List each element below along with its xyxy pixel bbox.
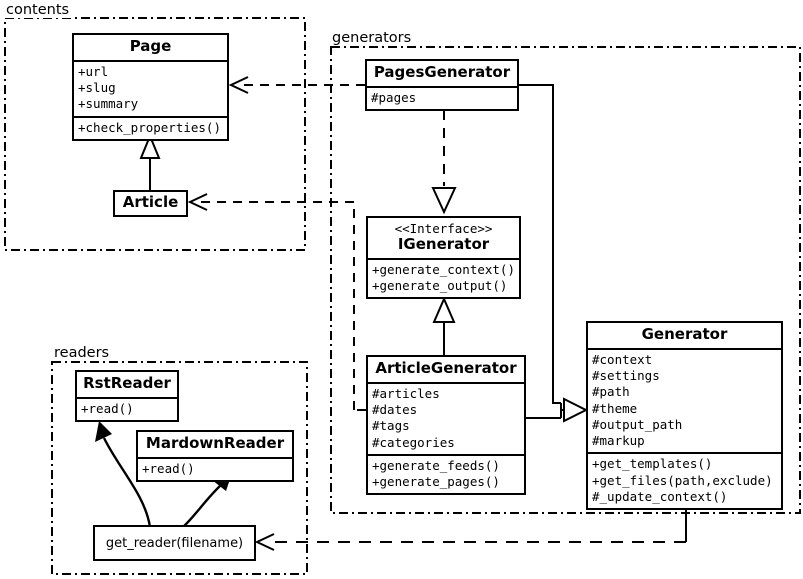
class-method: +get_templates() [592, 456, 713, 472]
class-methods-mardownreader: +read() [138, 456, 292, 480]
class-attributes-page: +url +slug +summary [74, 59, 227, 116]
class-attribute: #theme [592, 400, 638, 416]
class-attribute: #tags [372, 418, 410, 434]
class-box-articlegenerator[interactable]: ArticleGenerator #articles #dates #tags … [366, 355, 526, 496]
class-method: +generate_feeds() [372, 457, 500, 473]
class-attribute: +slug [78, 80, 116, 95]
function-label-get-reader: get_reader(filename) [105, 535, 244, 551]
edge-article-inherits-page [139, 133, 161, 190]
class-name-pagesgenerator: PagesGenerator [373, 63, 511, 81]
class-box-generator[interactable]: Generator #context #settings #path #them… [586, 321, 783, 510]
class-attribute: #categories [372, 434, 455, 450]
class-name-rstreader: RstReader [83, 374, 171, 392]
class-attribute: +url [78, 63, 109, 79]
class-attribute: #settings [592, 368, 660, 383]
class-attribute: #output_path [592, 416, 683, 432]
package-label-readers: readers [52, 345, 112, 361]
package-frame-readers [51, 361, 308, 575]
class-attribute: #articles [372, 385, 440, 401]
edge-getreader-returns-rstreader [95, 421, 152, 528]
edge-articlegenerator-inherits-igenerator [432, 296, 456, 355]
class-methods-igenerator: +generate_context() +generate_output() [368, 257, 519, 298]
class-attributes-pagesgenerator: #pages [367, 85, 517, 109]
class-methods-articlegenerator: +generate_feeds() +generate_pages() [368, 453, 524, 494]
class-name-igenerator: IGenerator [397, 234, 490, 253]
class-name-page: Page [129, 37, 172, 55]
class-box-mardownreader[interactable]: MardownReader +read() [136, 430, 294, 482]
class-method: +get_files(path,exclude) [592, 472, 773, 488]
class-attribute: #markup [592, 433, 645, 448]
class-method: +read() [81, 400, 134, 416]
class-name-article: Article [122, 193, 179, 211]
class-method: +generate_pages() [372, 474, 500, 489]
class-box-rstreader[interactable]: RstReader +read() [75, 370, 179, 422]
edge-generator-depends-getreader [254, 504, 687, 551]
class-method: +check_properties() [78, 119, 221, 135]
class-attribute: #context [592, 351, 653, 367]
class-attribute: #dates [372, 402, 418, 417]
class-stereotype-igenerator: <<Interface>> [394, 221, 493, 236]
class-attribute: +summary [78, 96, 139, 112]
class-attributes-generator: #context #settings #path #theme #output_… [588, 347, 781, 453]
function-box-get-reader[interactable]: get_reader(filename) [93, 525, 256, 561]
class-method: #_update_context() [592, 488, 728, 504]
package-label-contents: contents [4, 2, 72, 18]
class-name-generator: Generator [641, 325, 728, 343]
class-methods-page: +check_properties() [74, 115, 227, 139]
class-box-page[interactable]: Page +url +slug +summary +check_properti… [72, 33, 229, 141]
class-box-pagesgenerator[interactable]: PagesGenerator #pages [365, 59, 519, 111]
class-method: +generate_output() [372, 277, 508, 293]
package-label-generators: generators [330, 30, 414, 46]
edge-pagesgenerator-depends-page [228, 76, 365, 94]
class-attribute: #pages [371, 89, 417, 105]
class-attribute: #path [592, 384, 630, 400]
class-box-article[interactable]: Article [113, 190, 188, 217]
class-methods-rstreader: +read() [77, 396, 177, 420]
class-name-articlegenerator: ArticleGenerator [375, 359, 517, 377]
edge-pagesgenerator-realizes-igenerator [431, 110, 457, 215]
class-name-mardownreader: MardownReader [145, 434, 285, 452]
package-frame-generators [330, 46, 801, 514]
class-method: +read() [142, 460, 195, 476]
class-methods-generator: +get_templates() +get_files(path,exclude… [588, 452, 781, 508]
class-box-igenerator[interactable]: <<Interface>> IGenerator +generate_conte… [366, 216, 521, 299]
class-method: +generate_context() [372, 261, 515, 277]
class-attributes-articlegenerator: #articles #dates #tags #categories [368, 381, 524, 454]
edge-generators-inherit-generator [519, 84, 589, 423]
edge-articlegenerator-depends-article [187, 193, 366, 411]
